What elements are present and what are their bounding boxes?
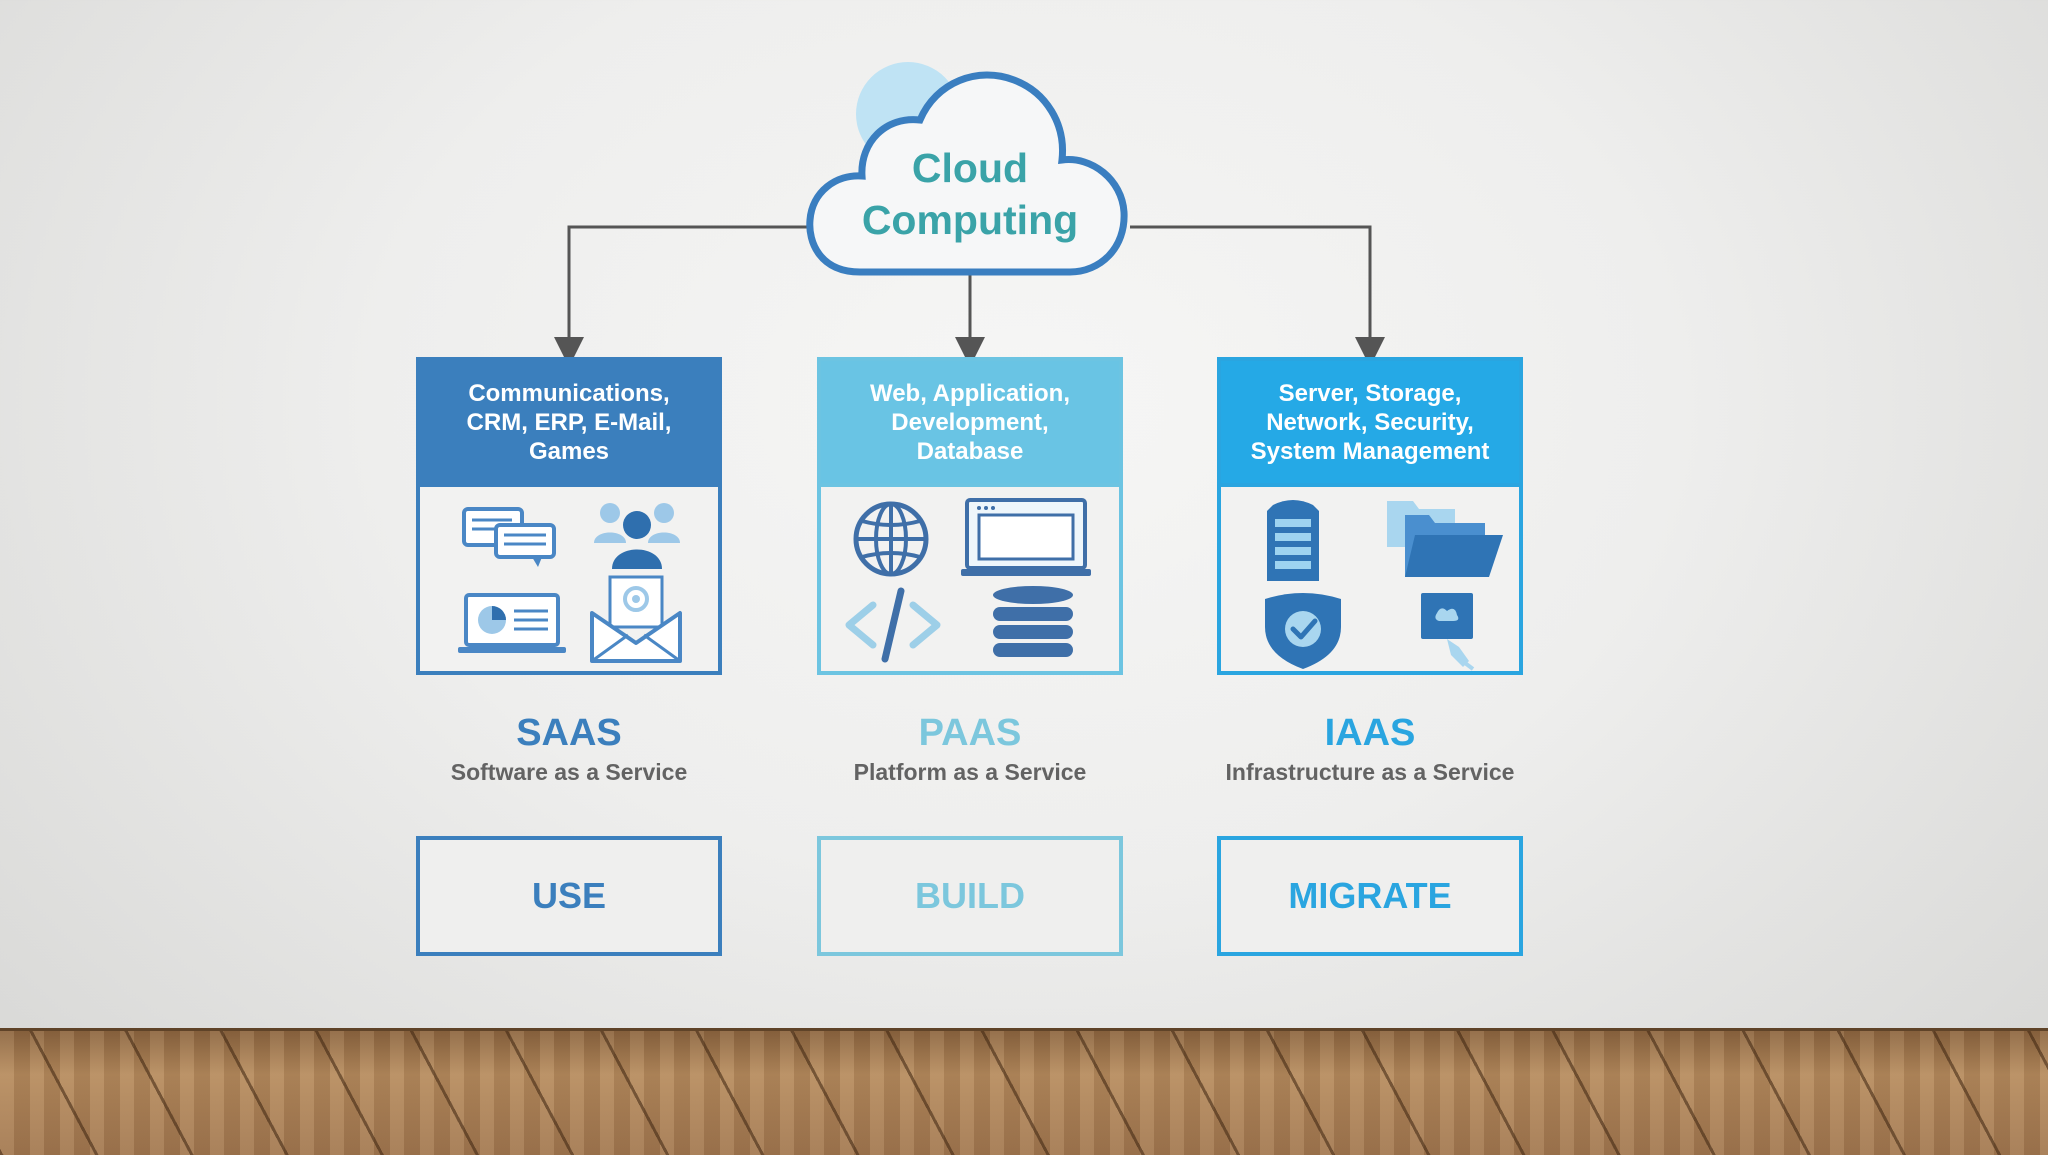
- database-icon: [993, 586, 1073, 657]
- cloud-title-line1: Cloud: [911, 145, 1029, 191]
- iaas-card: Server, Storage, Network, Security, Syst…: [1217, 357, 1523, 675]
- iaas-subtitle: Infrastructure as a Service: [1225, 759, 1515, 785]
- header-divider: [1221, 483, 1519, 487]
- cloud-computing-node: Cloud Computing: [800, 62, 1140, 282]
- wood-floor: [0, 1028, 2048, 1155]
- migrate-button[interactable]: MIGRATE: [1217, 836, 1523, 956]
- folder-icon: [1387, 501, 1503, 577]
- cloud-icon: [806, 62, 1128, 276]
- saas-icons: [420, 487, 718, 675]
- iaas-header-line: Server, Storage,: [1278, 379, 1462, 407]
- email-envelope-icon: [590, 575, 682, 663]
- build-button[interactable]: BUILD: [817, 836, 1123, 956]
- saas-subtitle: Software as a Service: [450, 759, 688, 785]
- use-button[interactable]: USE: [416, 836, 722, 956]
- saas-title: SAAS: [516, 712, 622, 754]
- network-plug-icon: [1421, 593, 1475, 671]
- saas-header-line: Games: [528, 437, 610, 465]
- paas-subtitle: Platform as a Service: [853, 759, 1087, 785]
- security-shield-icon: [1265, 593, 1341, 669]
- paas-header-line: Web, Application,: [869, 379, 1070, 407]
- iaas-header-line: Network, Security,: [1266, 408, 1474, 436]
- saas-header-line: Communications,: [468, 379, 670, 407]
- iaas-icons: [1221, 487, 1519, 675]
- cloud-title-line2: Computing: [861, 197, 1079, 243]
- iaas-header-line: System Management: [1250, 437, 1490, 465]
- saas-card: Communications, CRM, ERP, E-Mail, Games: [416, 357, 722, 675]
- header-divider: [420, 483, 718, 487]
- paas-title: PAAS: [918, 712, 1022, 754]
- connector-saas: [554, 225, 812, 367]
- paas-card-header: Web, Application, Development, Database: [821, 361, 1119, 483]
- iaas-column: Server, Storage, Network, Security, Syst…: [1217, 357, 1523, 956]
- header-divider: [821, 483, 1119, 487]
- chat-bubbles-icon: [462, 507, 556, 567]
- users-icon: [594, 503, 680, 569]
- paas-header-line: Database: [916, 437, 1024, 465]
- paas-card: Web, Application, Development, Database: [817, 357, 1123, 675]
- paas-header-line: Development,: [891, 408, 1049, 436]
- paas-icons: [821, 487, 1119, 675]
- connector-iaas: [1130, 225, 1385, 367]
- saas-column: Communications, CRM, ERP, E-Mail, Games: [416, 357, 722, 956]
- laptop-chart-icon: [458, 593, 566, 653]
- paas-column: Web, Application, Development, Database: [817, 357, 1123, 956]
- browser-window-icon: [961, 498, 1091, 576]
- code-brackets-icon: [845, 587, 941, 663]
- saas-card-header: Communications, CRM, ERP, E-Mail, Games: [420, 361, 718, 483]
- iaas-card-header: Server, Storage, Network, Security, Syst…: [1221, 361, 1519, 483]
- server-icon: [1267, 500, 1319, 581]
- globe-icon: [853, 501, 929, 577]
- saas-header-line: CRM, ERP, E-Mail,: [466, 408, 672, 436]
- iaas-title: IAAS: [1324, 712, 1416, 754]
